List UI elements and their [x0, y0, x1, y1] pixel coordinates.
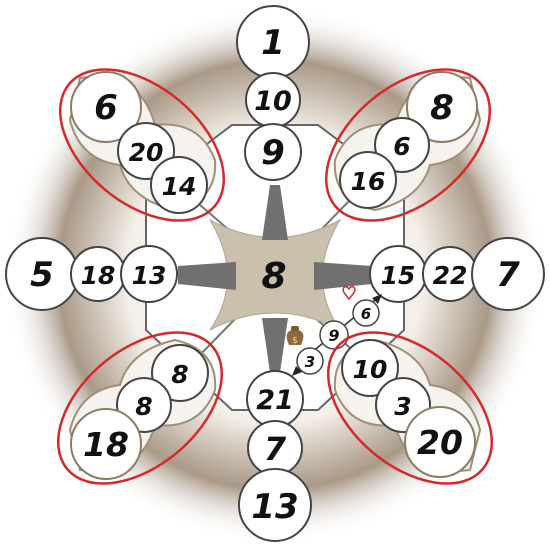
space-top-right-inner[interactable]: 16: [339, 151, 397, 209]
space-label: 18: [81, 261, 116, 290]
space-label: 13: [251, 487, 298, 527]
space-top-mid[interactable]: 10: [245, 72, 301, 128]
space-top-right-outer[interactable]: 8: [406, 71, 478, 143]
space-label: 20: [417, 423, 463, 462]
space-bottom-inner[interactable]: 21: [246, 370, 304, 428]
space-top-left-inner[interactable]: 14: [150, 156, 208, 214]
space-bottom-right-inner[interactable]: 10: [341, 339, 399, 397]
space-left-outer[interactable]: 5: [5, 237, 79, 311]
space-bottom-mid[interactable]: 7: [247, 420, 303, 476]
space-label: 10: [254, 86, 292, 117]
path-token[interactable]: 9: [319, 320, 349, 350]
space-label: 1: [261, 23, 285, 63]
space-right-outer[interactable]: 7: [471, 237, 545, 311]
space-label: 7: [264, 430, 287, 468]
token-label: 6: [361, 305, 371, 323]
space-top-right-mid[interactable]: 6: [374, 117, 430, 173]
arrow-down-left-icon: [292, 366, 302, 376]
ring-top-right: [324, 68, 492, 222]
token-label: 9: [328, 326, 339, 345]
path-token[interactable]: 6: [352, 299, 380, 327]
space-bottom-left-outer[interactable]: 18: [70, 408, 142, 480]
space-label: 3: [394, 392, 411, 421]
space-top-inner[interactable]: 9: [244, 123, 302, 181]
path-arrows: [292, 294, 382, 376]
space-label: 6: [393, 132, 410, 161]
circles: 1 10 9 21 7 13 5 18 13 15 22 7 6 20 14 8…: [5, 5, 545, 542]
space-label: 9: [261, 133, 285, 173]
space-label: 6: [94, 88, 118, 128]
space-right-inner[interactable]: 15: [369, 245, 427, 303]
ring-bottom-left: [56, 331, 224, 485]
space-left-mid[interactable]: 18: [70, 246, 126, 302]
space-label: 7: [496, 255, 520, 295]
space-top-outer[interactable]: 1: [236, 5, 310, 79]
spokes: [178, 185, 372, 372]
space-label: 22: [433, 261, 468, 290]
token-label: 3: [305, 353, 315, 371]
arrow-up-right-icon: [372, 294, 382, 304]
space-label: 8: [135, 392, 152, 421]
heart-icon: [342, 286, 356, 301]
space-label: 15: [381, 261, 416, 290]
highlight-rings: [56, 68, 494, 485]
space-bottom-left-inner[interactable]: 8: [151, 344, 209, 402]
space-label: 16: [351, 167, 386, 196]
space-bottom-outer[interactable]: 13: [238, 468, 312, 542]
money-bag-icon: $: [286, 326, 304, 346]
path-token[interactable]: 3: [296, 347, 324, 375]
space-label: 18: [83, 425, 129, 464]
space-label: 13: [132, 261, 167, 290]
svg-text:$: $: [292, 336, 298, 346]
center-label: 8: [261, 256, 286, 297]
space-label: 8: [430, 88, 454, 128]
space-label: 14: [162, 172, 197, 201]
space-bottom-right-outer[interactable]: 20: [404, 406, 476, 478]
space-left-inner[interactable]: 13: [120, 245, 178, 303]
ring-top-left: [58, 68, 226, 222]
space-right-mid[interactable]: 22: [422, 246, 478, 302]
space-label: 5: [30, 255, 54, 295]
space-label: 10: [353, 355, 388, 384]
space-label: 20: [129, 138, 164, 167]
space-label: 8: [171, 360, 188, 389]
ring-bottom-right: [326, 331, 494, 485]
space-top-left-outer[interactable]: 6: [70, 71, 142, 143]
space-label: 21: [256, 385, 294, 416]
